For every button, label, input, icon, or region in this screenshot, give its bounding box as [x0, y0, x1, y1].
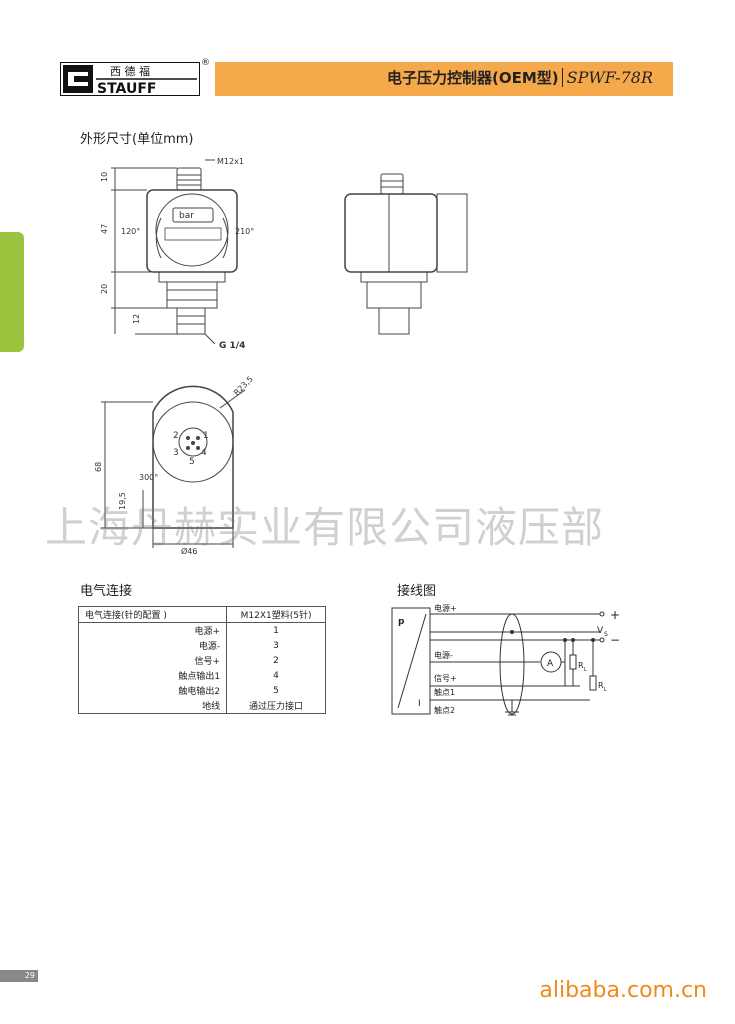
height-lower-label: 19,5: [118, 492, 127, 510]
technical-drawing: M12x1 bar 120° 210° 10 47 20 12 G 1/4 R2…: [95, 157, 468, 556]
table-cell: 电源-: [79, 638, 228, 653]
model-number: SPWF-78R: [561, 68, 653, 87]
table-cell: 5: [273, 685, 279, 696]
line-label: 电源+: [434, 603, 457, 613]
table-row: 地线 通过压力接口: [79, 698, 325, 713]
box-label-i: I: [418, 699, 421, 709]
thread-bottom-label: G 1/4: [219, 341, 245, 351]
dim-10: 10: [100, 172, 109, 182]
pin-label-4: 4: [201, 448, 207, 458]
table-row: 信号+ 2: [79, 653, 325, 668]
table-cell: 通过压力接口: [249, 702, 304, 712]
radius-label: R23,5: [232, 375, 255, 398]
rl-subscript: L: [584, 667, 587, 673]
pin-label-3: 3: [173, 448, 179, 458]
page-number: 29: [0, 970, 38, 982]
watermark: 上海丹赫实业有限公司液压部: [45, 503, 605, 552]
table-cell: 地线: [79, 698, 228, 713]
dim-47: 47: [100, 224, 109, 234]
pin-label-1: 1: [203, 431, 209, 441]
table-cell: 触电输出2: [79, 683, 228, 698]
table-row: 电源+ 1: [79, 622, 325, 638]
table-cell: 1: [273, 625, 279, 636]
vs-subscript: S: [604, 631, 608, 638]
table-cell: 4: [273, 670, 279, 681]
table-cell: 2: [273, 655, 279, 666]
display-unit: bar: [179, 211, 194, 221]
plus-sign: +: [610, 608, 620, 622]
rl-label: R: [598, 681, 604, 690]
registered-mark: ®: [201, 58, 210, 68]
line-label: 信号+: [434, 673, 457, 683]
dimensions-heading: 外形尺寸(单位mm): [80, 132, 194, 147]
pin-label-5: 5: [189, 457, 195, 467]
table-row: 触电输出2 5: [79, 683, 325, 698]
minus-sign: −: [610, 633, 620, 647]
side-tab: [0, 232, 24, 352]
diameter-label: Ø46: [181, 546, 197, 556]
line-label: 电源-: [434, 650, 453, 660]
angle-left-label: 120°: [121, 227, 140, 236]
table-row: 触点输出1 4: [79, 668, 325, 683]
ammeter-label: A: [547, 659, 554, 669]
footer-brand: alibaba.com.cn: [539, 978, 707, 1003]
table-cell: 3: [273, 640, 279, 651]
table-cell: 电源+: [79, 622, 228, 638]
stauff-logo: 西 德 福 STAUFF: [59, 61, 201, 97]
table-header: 电气连接(针的配置 ): [79, 607, 228, 623]
brand-en: STAUFF: [97, 81, 156, 96]
page-title: 电子压力控制器(OEM型)SPWF-78R: [387, 67, 653, 88]
thread-top-label: M12x1: [217, 157, 244, 166]
header-band: [215, 62, 673, 96]
rl-subscript: L: [604, 687, 607, 693]
table-header-row: 电气连接(针的配置 ) M12X1塑料(5针): [79, 607, 325, 623]
pin-label-2: 2: [173, 431, 179, 441]
brand-cn: 西 德 福: [110, 64, 150, 78]
dim-12: 12: [132, 314, 141, 324]
table-cell: 信号+: [79, 653, 228, 668]
rl-label: R: [578, 661, 584, 670]
table-row: 电源- 3: [79, 638, 325, 653]
angle-bottom-label: 300°: [139, 473, 158, 482]
electrical-heading: 电气连接: [80, 584, 133, 599]
line-label: 触点1: [434, 687, 455, 697]
height-total-label: 68: [95, 462, 103, 472]
angle-right-label: 210°: [235, 227, 254, 236]
dim-20: 20: [100, 284, 109, 294]
pin-table: 电气连接(针的配置 ) M12X1塑料(5针) 电源+ 1 电源- 3 信号+ 2 触…: [78, 606, 326, 714]
vs-label: V: [597, 626, 604, 636]
wiring-diagram: p I 电源+ 电源- 信号+ 触点1 触点2 + − V S A R L R …: [391, 603, 620, 716]
table-header: M12X1塑料(5针): [240, 611, 312, 621]
table-cell: 触点输出1: [79, 668, 228, 683]
box-label-p: p: [398, 617, 405, 627]
product-title: 电子压力控制器(OEM型): [386, 69, 559, 87]
wiring-heading: 接线图: [397, 584, 437, 599]
line-label: 触点2: [434, 705, 455, 715]
